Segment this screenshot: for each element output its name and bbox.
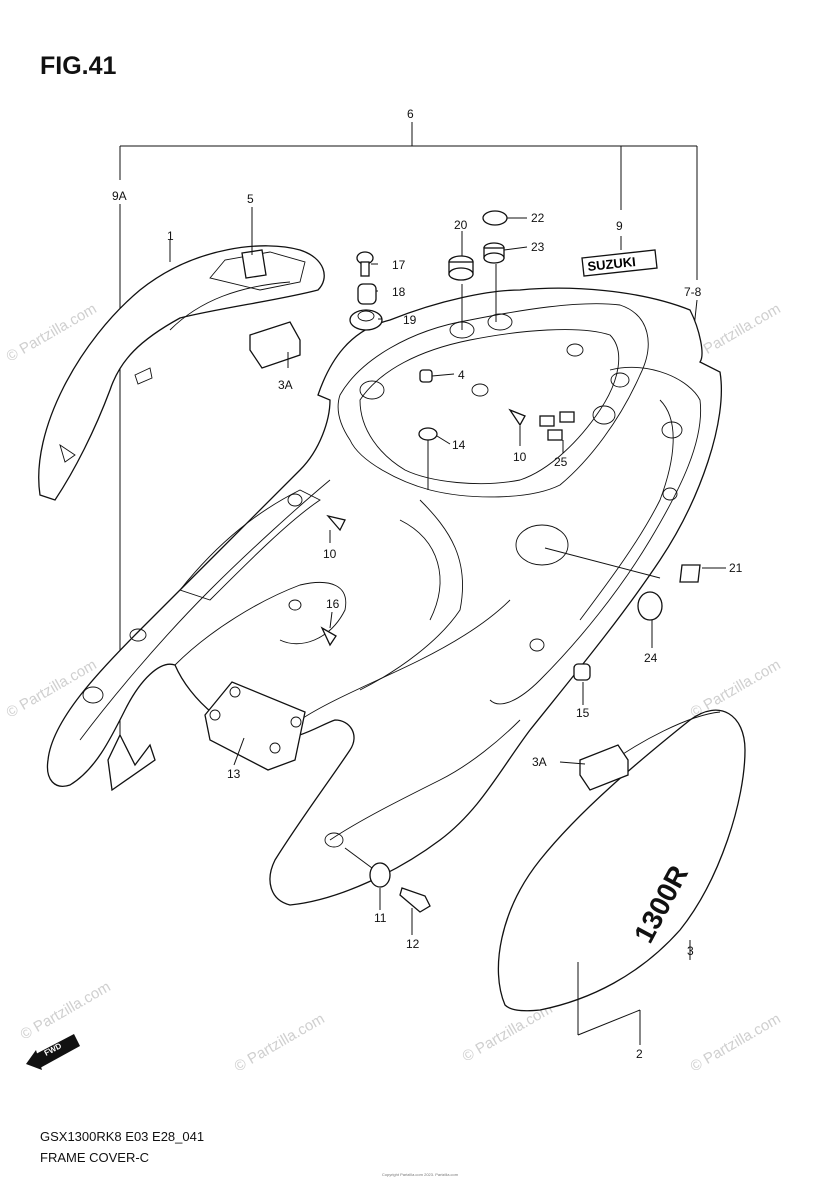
callout-5: 5 (247, 192, 254, 206)
watermark: © Partzilla.com (232, 1010, 328, 1075)
callout-15: 15 (576, 706, 590, 720)
callout-12: 12 (406, 937, 420, 951)
callout-16: 16 (326, 597, 340, 611)
callout-9a: 9A (112, 189, 127, 203)
callout-10-left: 10 (323, 547, 337, 561)
callout-2: 2 (636, 1047, 643, 1061)
callout-20: 20 (454, 218, 468, 232)
callout-labels: 6 9A 1 5 3A 17 18 19 20 22 23 9 7-8 4 14… (112, 107, 743, 1061)
leader-lines (169, 207, 726, 1045)
callout-3a-top: 3A (278, 378, 293, 392)
callout-22: 22 (531, 211, 545, 225)
part-9-emblem: SUZUKI (581, 249, 658, 277)
callout-6: 6 (407, 107, 414, 121)
callout-25: 25 (554, 455, 568, 469)
callout-1: 1 (167, 229, 174, 243)
callout-9: 9 (616, 219, 623, 233)
callout-19: 19 (403, 313, 417, 327)
emblem-text: SUZUKI (587, 254, 637, 274)
callout-21: 21 (729, 561, 743, 575)
callout-14: 14 (452, 438, 466, 452)
callout-3: 3 (687, 944, 694, 958)
callout-3a-bottom: 3A (532, 755, 547, 769)
model-code: GSX1300RK8 E03 E28_041 (40, 1129, 205, 1144)
callout-24: 24 (644, 651, 658, 665)
callout-7-8: 7-8 (684, 285, 702, 299)
section-name: FRAME COVER-C (40, 1150, 150, 1165)
watermark: © Partzilla.com (688, 656, 784, 721)
callout-18: 18 (392, 285, 406, 299)
callout-11: 11 (374, 911, 387, 925)
callout-17: 17 (392, 258, 406, 272)
copyright-note: Copyright Partzilla.com 2023. Partzilla.… (381, 1172, 459, 1177)
callout-10-right: 10 (513, 450, 527, 464)
watermark: © Partzilla.com (688, 1010, 784, 1075)
callout-13: 13 (227, 767, 241, 781)
part-1-rear-cowl (38, 245, 325, 501)
callout-23: 23 (531, 240, 545, 254)
watermark: © Partzilla.com (18, 978, 114, 1043)
group-bracket (119, 122, 698, 735)
fwd-arrow-icon: FWD (26, 1034, 80, 1070)
figure-title: FIG.41 (40, 52, 117, 80)
callout-4: 4 (458, 368, 465, 382)
